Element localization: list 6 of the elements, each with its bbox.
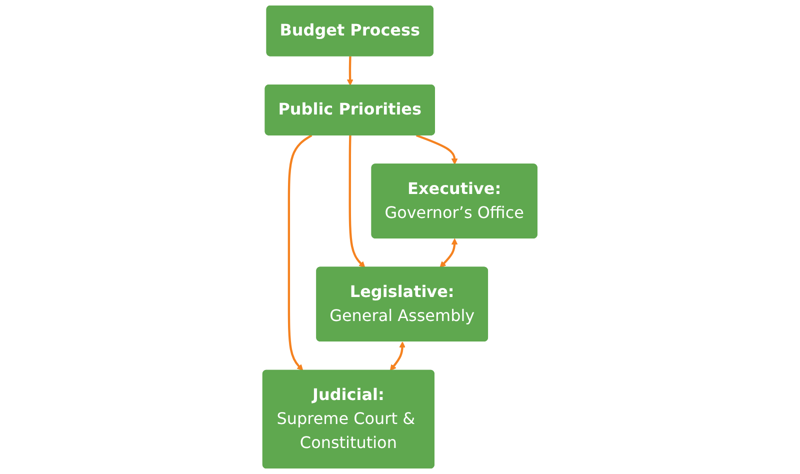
arrow: [440, 238, 458, 268]
arrow: [390, 342, 406, 371]
arrow: [348, 135, 366, 268]
arrow: [347, 56, 354, 86]
arrow: [416, 134, 458, 165]
arrow: [288, 134, 312, 371]
